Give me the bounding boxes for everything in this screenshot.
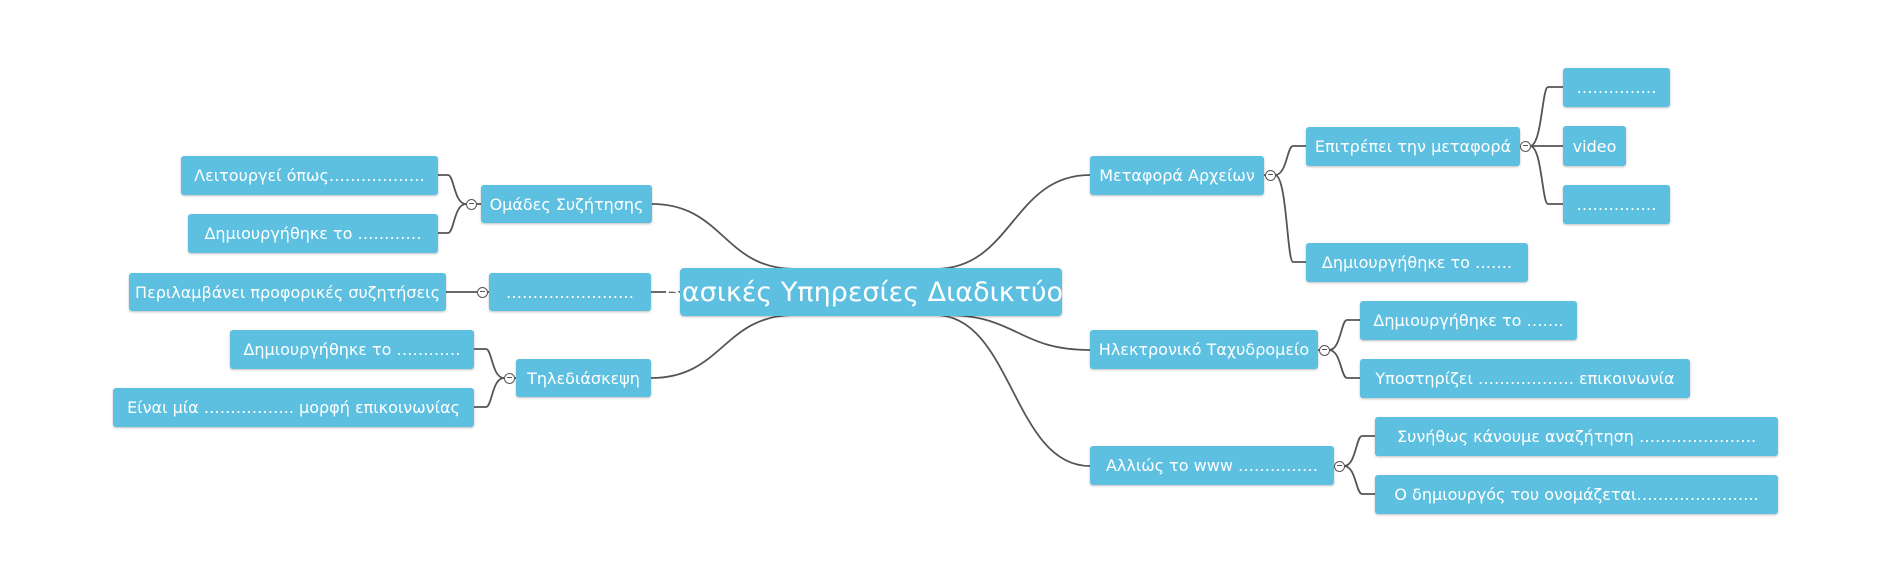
subtopic-created-in[interactable]: Δημιουργήθηκε το …………: [230, 330, 474, 369]
collapse-toggle-icon[interactable]: [1318, 344, 1330, 356]
central-topic[interactable]: Βασικές Υπηρεσίες Διαδικτύου: [663, 268, 1079, 316]
connector-line: [1274, 174, 1306, 263]
subtopic-creator-name[interactable]: Ο δημιουργός του ονομάζεται…………………..: [1375, 475, 1778, 514]
collapse-toggle-icon[interactable]: [476, 286, 488, 298]
collapse-toggle-icon[interactable]: [1519, 140, 1531, 152]
connector-line: [1343, 465, 1375, 495]
connector-line: [1274, 145, 1306, 176]
connector-line: [1343, 435, 1375, 467]
subtopic-usually-search[interactable]: Συνήθως κάνουμε αναζήτηση ………………….: [1375, 417, 1778, 456]
topic-blank[interactable]: ……………………: [489, 273, 651, 311]
connector-line: [650, 314, 796, 379]
subtopic-form-of-communication[interactable]: Είναι μία …………….. μορφή επικοινωνίας: [113, 388, 474, 427]
connector-line: [1529, 86, 1563, 147]
subtopic-allows-transfer[interactable]: Επιτρέπει την μεταφορά: [1306, 127, 1520, 166]
collapse-toggle-icon[interactable]: [1264, 169, 1276, 181]
subtopic-created-in[interactable]: Δημιουργήθηκε το …………: [188, 214, 438, 253]
leaf-blank-2[interactable]: ……………: [1563, 185, 1670, 224]
topic-www[interactable]: Αλλιώς το www ……………: [1090, 446, 1334, 485]
subtopic-oral-discussions[interactable]: Περιλαμβάνει προφορικές συζητήσεις: [129, 273, 446, 311]
connector-line: [438, 203, 467, 234]
subtopic-created-in[interactable]: Δημιουργήθηκε το …….: [1360, 301, 1577, 340]
connector-line: [944, 314, 1091, 351]
connector-line: [474, 377, 505, 408]
subtopic-created-in[interactable]: Δημιουργήθηκε το …….: [1306, 243, 1528, 282]
connector-line: [1529, 145, 1563, 205]
topic-teleconference[interactable]: Τηλεδιάσκεψη: [516, 359, 651, 397]
subtopic-works-like[interactable]: Λειτουργεί όπως………………: [181, 156, 438, 195]
connector-line: [1328, 319, 1360, 351]
connector-line: [934, 174, 1091, 270]
connector-line: [1328, 349, 1360, 379]
topic-email[interactable]: Ηλεκτρονικό Ταχυδρομείο: [1090, 330, 1318, 369]
topic-discussion-groups[interactable]: Ομάδες Συζήτησης: [481, 185, 652, 223]
connector-line: [438, 174, 467, 205]
collapse-toggle-icon[interactable]: [1333, 460, 1345, 472]
connector-line: [934, 314, 1091, 467]
collapse-toggle-icon[interactable]: [465, 198, 477, 210]
collapse-toggle-icon[interactable]: [503, 372, 515, 384]
topic-file-transfer[interactable]: Μεταφορά Αρχείων: [1090, 156, 1264, 195]
connector-line: [651, 203, 796, 270]
subtopic-supports-communication[interactable]: Υποστηρίζει ……………… επικοινωνία: [1360, 359, 1690, 398]
leaf-blank-1[interactable]: ……………: [1563, 68, 1670, 107]
leaf-video[interactable]: video: [1563, 126, 1626, 166]
connector-line: [474, 348, 505, 379]
